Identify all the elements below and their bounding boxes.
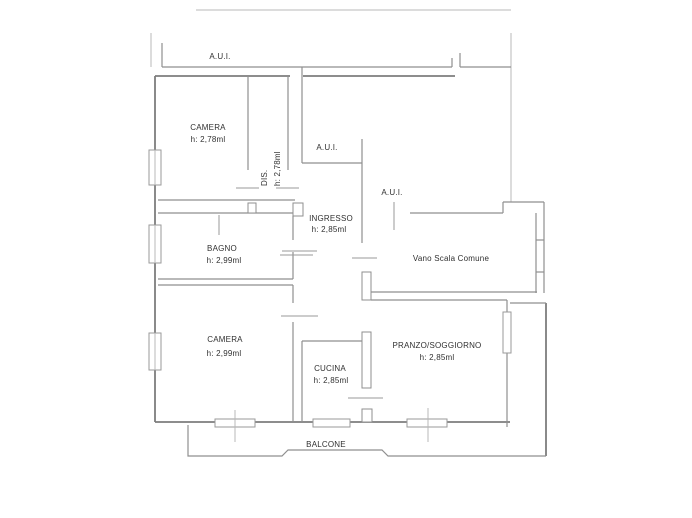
aui-top-band	[161, 43, 511, 68]
vano-scala-walls	[371, 201, 545, 293]
window-markers	[148, 149, 512, 442]
cucina-walls	[301, 271, 383, 422]
room-label-pranzo-soggiorno: PRANZO/SOGGIORNO	[393, 341, 482, 350]
bagno-walls	[158, 215, 317, 286]
room-height-pranzo-soggiorno: h: 2,85ml	[420, 353, 455, 362]
room-label-camera-top: CAMERA	[190, 123, 226, 132]
label-aui-mid: A.U.I.	[316, 143, 337, 152]
room-label-balcone: BALCONE	[306, 440, 346, 449]
ingresso-walls	[280, 202, 395, 259]
pranzo-walls	[371, 299, 546, 427]
room-height-camera-bottom: h: 2,99ml	[207, 349, 242, 358]
room-height-bagno: h: 2,99ml	[207, 256, 242, 265]
room-label-dis: DIS.	[260, 170, 269, 186]
room-height-cucina: h: 2,85ml	[314, 376, 349, 385]
outer-walls	[154, 75, 547, 456]
room-height-camera-top: h: 2,78ml	[191, 135, 226, 144]
balcony-outline	[187, 425, 546, 457]
room-height-dis: h: 2,78ml	[273, 151, 282, 186]
interior-walls-top-row	[236, 67, 363, 243]
camera-bottom-walls	[281, 285, 318, 422]
room-label-camera-bottom: CAMERA	[207, 335, 243, 344]
boundary-projection-lines	[150, 9, 512, 202]
labels: A.U.I. CAMERA h: 2,78ml DIS. h: 2,78ml A…	[190, 52, 489, 449]
label-aui-top: A.U.I.	[209, 52, 230, 61]
label-aui-entry: A.U.I.	[381, 188, 402, 197]
room-label-vano-scala: Vano Scala Comune	[413, 254, 490, 263]
room-label-cucina: CUCINA	[314, 364, 346, 373]
room-label-ingresso: INGRESSO	[309, 214, 353, 223]
room-label-bagno: BAGNO	[207, 244, 237, 253]
room-height-ingresso: h: 2,85ml	[312, 225, 347, 234]
interior-walls-mid-band	[158, 199, 304, 217]
